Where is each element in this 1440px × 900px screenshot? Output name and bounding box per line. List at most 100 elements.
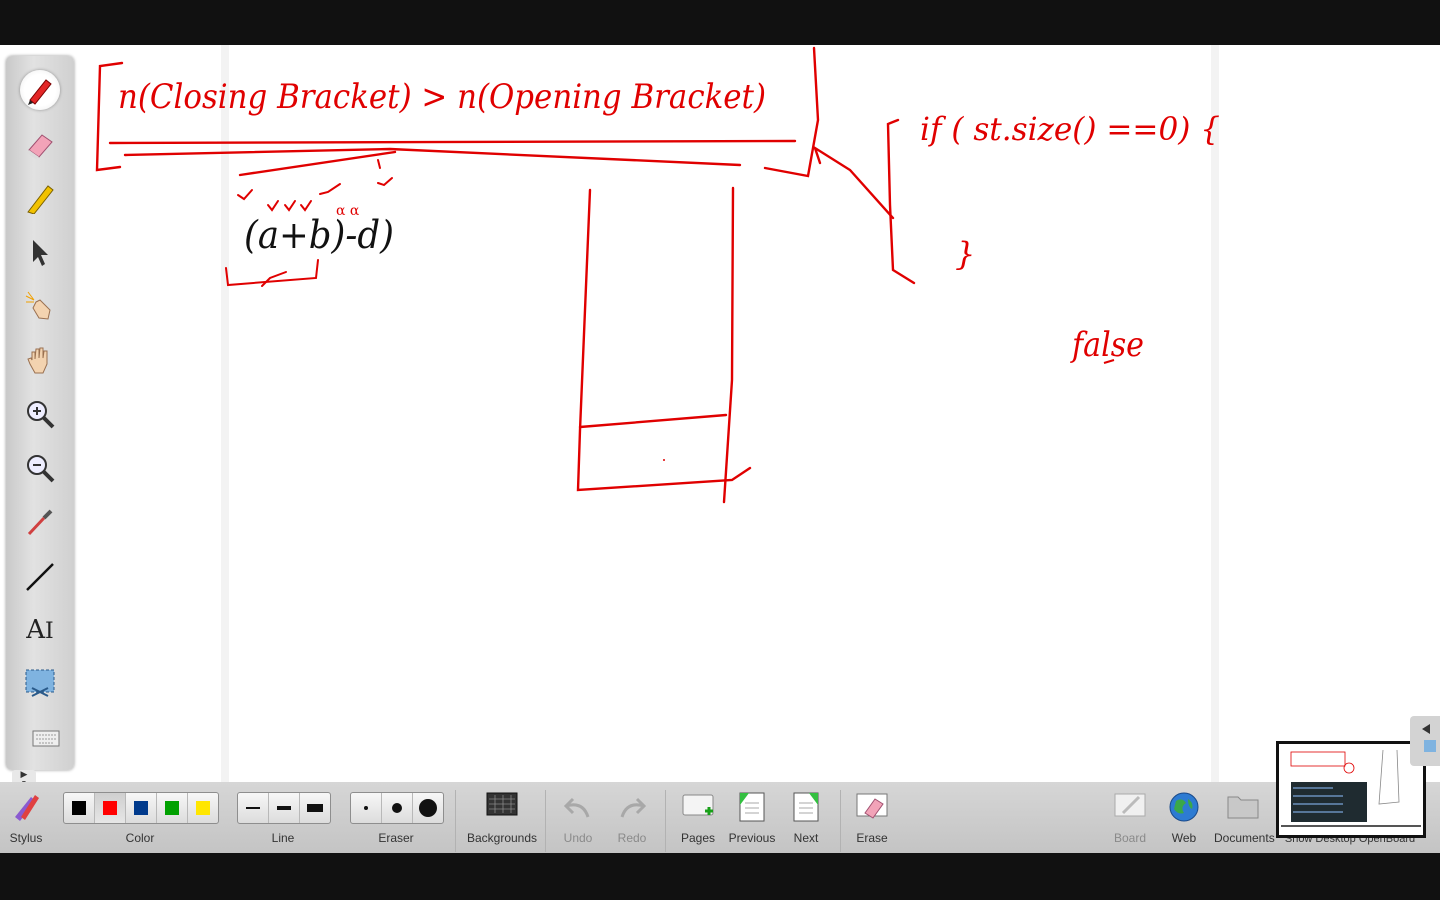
svg-text:α α: α α (336, 203, 360, 219)
zoom-in-icon (27, 401, 55, 429)
globe-icon (1169, 792, 1199, 822)
stylus-button[interactable]: Stylus (4, 782, 48, 853)
toolbar-separator (840, 790, 841, 852)
documents-label: Documents (1214, 831, 1275, 845)
undo-button[interactable]: Undo (556, 782, 600, 853)
color-selector (63, 792, 219, 824)
line-width-medium[interactable] (269, 793, 300, 823)
top-black-bar (0, 0, 1440, 45)
backgrounds-button[interactable]: Backgrounds (466, 782, 538, 853)
erase-board-button[interactable]: Erase (850, 782, 894, 853)
chevron-left-icon (1422, 724, 1436, 752)
hand-icon (27, 347, 48, 374)
toolbar-separator (545, 790, 546, 852)
bottom-black-bar (0, 853, 1440, 900)
expression-text: (a+b)-d) (244, 213, 394, 257)
color-green[interactable] (157, 793, 188, 823)
web-mode-button[interactable]: Web (1162, 782, 1206, 853)
backgrounds-label: Backgrounds (466, 831, 538, 845)
eraser-tool[interactable] (20, 124, 60, 164)
code-text: if ( st.size() ==0) { (920, 110, 1220, 148)
color-blue[interactable] (126, 793, 157, 823)
undo-icon (563, 797, 590, 818)
line-group: Line (243, 782, 323, 853)
board-mode-button[interactable]: Board (1108, 782, 1152, 853)
page-left-edge (221, 45, 229, 782)
pointer-tool[interactable] (20, 232, 60, 272)
eraser-size-large[interactable] (413, 793, 443, 823)
board-icon (1114, 793, 1146, 817)
folder-icon (1227, 796, 1259, 819)
eraser-size-small[interactable] (351, 793, 382, 823)
stylus-icon (15, 795, 39, 821)
documents-mode-button[interactable]: Documents (1214, 782, 1275, 853)
next-page-button[interactable]: Next (784, 782, 828, 853)
previous-page-button[interactable]: Previous (728, 782, 776, 853)
zoom-out-icon (27, 455, 55, 483)
pointer-icon (33, 240, 48, 266)
next-page-icon (793, 792, 819, 822)
eraser-icon (27, 134, 53, 159)
erase-board-icon (856, 793, 888, 819)
highlighter-icon (27, 185, 54, 214)
capture-tool[interactable] (20, 664, 60, 704)
if-block-brace (812, 118, 916, 285)
redo-icon (620, 797, 647, 818)
laser-pointer-tool[interactable] (20, 286, 60, 326)
pages-label: Pages (680, 831, 716, 845)
stack-drawing (576, 186, 752, 504)
stylus-label: Stylus (9, 831, 43, 845)
laser-pointer-icon (25, 291, 51, 320)
eraser-group: Eraser (356, 782, 436, 853)
page-right-edge (1211, 45, 1219, 782)
stylus-palette: AI ▶▮▮ (6, 56, 74, 818)
toolbar-separator (665, 790, 666, 852)
capture-icon (25, 669, 55, 697)
line-width-thick[interactable] (300, 793, 330, 823)
add-page-icon (682, 794, 714, 816)
line-tool[interactable] (20, 556, 60, 596)
result-text: false (1069, 325, 1144, 365)
color-group: Color (100, 782, 180, 853)
next-label: Next (793, 831, 819, 845)
pen-tool[interactable] (20, 70, 60, 110)
dock-collapse-button[interactable] (1410, 716, 1440, 766)
board-label: Board (1113, 831, 1147, 845)
line-width-selector (237, 792, 331, 824)
redo-label: Redo (617, 831, 647, 845)
color-yellow[interactable] (188, 793, 218, 823)
line-label: Line (271, 831, 295, 845)
eraser-size-medium[interactable] (382, 793, 413, 823)
condition-text: n(Closing Bracket) > n(Opening Bracket) (118, 77, 766, 117)
capture-pointer-icon (27, 509, 53, 536)
undo-label: Undo (563, 831, 593, 845)
color-black[interactable] (64, 793, 95, 823)
highlighter-tool[interactable] (20, 178, 60, 218)
thumbnail-content (1279, 744, 1423, 835)
zoom-out-tool[interactable] (20, 448, 60, 488)
redo-button[interactable]: Redo (610, 782, 654, 853)
color-red[interactable] (95, 793, 126, 823)
condition-box (95, 46, 820, 178)
pen-icon (28, 79, 52, 105)
hand-tool[interactable] (20, 340, 60, 380)
expression-marks: α α (225, 159, 393, 287)
closing-brace-text: } (955, 235, 975, 273)
line-width-thin[interactable] (238, 793, 269, 823)
virtual-keyboard-tool[interactable] (26, 718, 66, 758)
virtual-keyboard-icon (32, 730, 60, 747)
previous-label: Previous (728, 831, 776, 845)
toolbar-separator (455, 790, 456, 852)
erase-label: Erase (856, 831, 888, 845)
pages-button[interactable]: Pages (676, 782, 720, 853)
eraser-size-selector (350, 792, 444, 824)
whiteboard-canvas[interactable] (0, 45, 1440, 782)
previous-page-icon (739, 792, 765, 822)
text-tool[interactable]: AI (20, 610, 60, 650)
zoom-in-tool[interactable] (20, 394, 60, 434)
backgrounds-icon (486, 792, 518, 816)
capture-pointer-tool[interactable] (20, 502, 60, 542)
bottom-toolbar: Stylus Color Line Eraser Backgrounds Und… (0, 782, 1440, 853)
page-thumbnail-preview[interactable] (1276, 741, 1426, 838)
